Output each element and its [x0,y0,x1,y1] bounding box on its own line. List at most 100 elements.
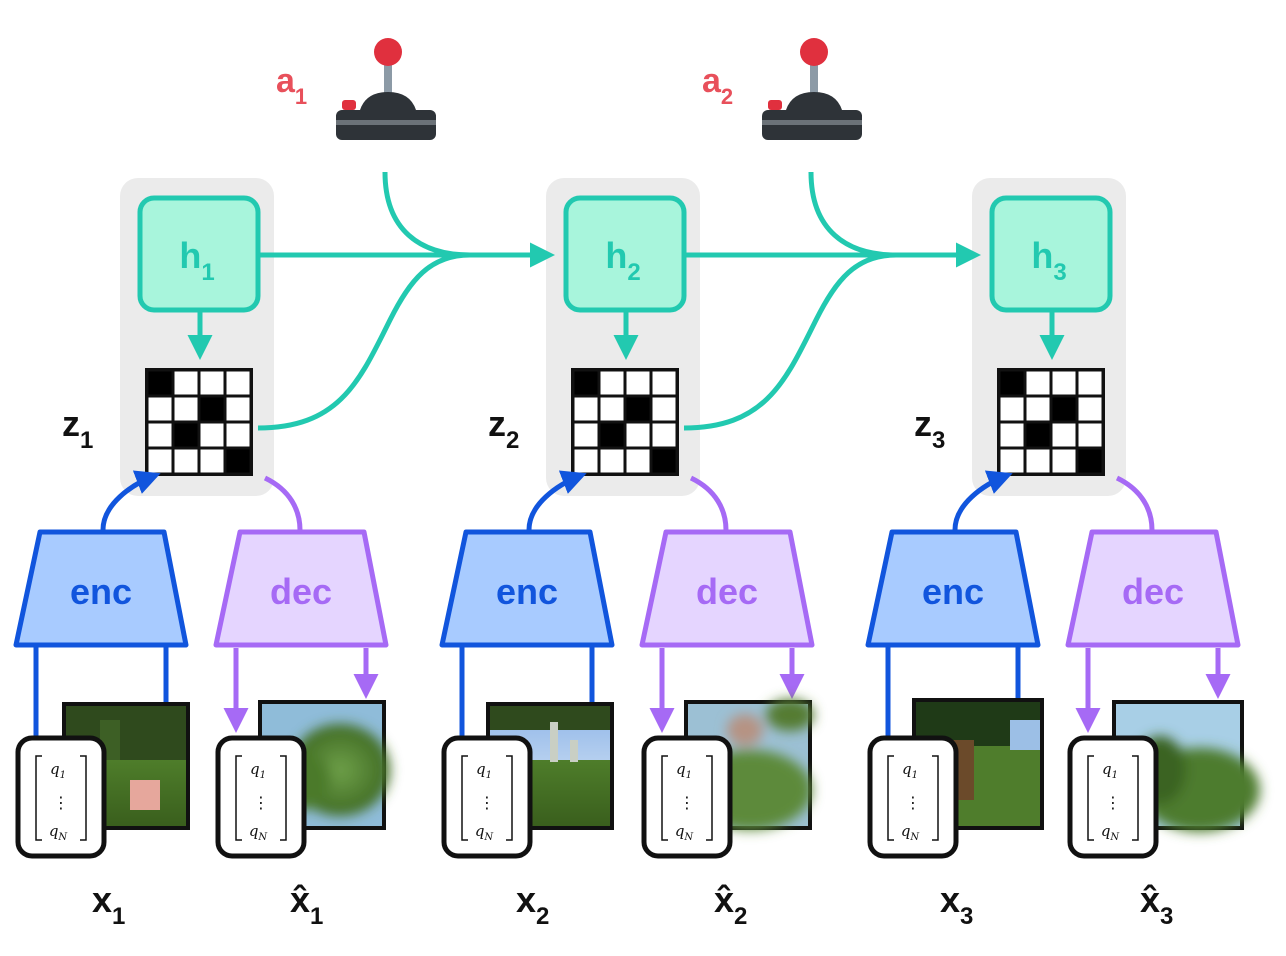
latent-cell [1052,449,1076,473]
x2-label: x2 [516,879,549,930]
latent-cell-active [1026,423,1050,447]
z3-label: z3 [914,403,945,454]
action-1-label: a1 [276,62,307,109]
latent-cell [652,371,676,395]
latent-cell [600,371,624,395]
a2-merge-curve [808,171,897,258]
h3-label: h [1031,235,1053,276]
latent-cell [1026,397,1050,421]
joystick-icon [336,38,436,140]
token-dots: ⋮ [1105,795,1121,812]
latent-cell-active [200,397,224,421]
latent-grid-1 [145,368,253,476]
latent-cell [626,371,650,395]
latent-cell [1078,371,1102,395]
latent-cell-active [148,371,172,395]
token-dots: ⋮ [253,795,269,812]
h2-sub: 2 [627,259,640,286]
svg-text:h1: h1 [179,235,214,286]
latent-cell [1000,397,1024,421]
latent-cell [148,397,172,421]
latent-cell [1026,449,1050,473]
latent-cell [626,449,650,473]
svg-text:enc: enc [70,571,132,612]
latent-cell-active [574,371,598,395]
latent-cell-active [626,397,650,421]
token-vector-card: q1⋮qN [215,735,307,859]
svg-text:h3: h3 [1031,235,1066,286]
latent-cell [174,397,198,421]
token-vector-card: q1⋮qN [641,735,733,859]
hidden-state-3: h3 [989,195,1113,313]
latent-cell [1000,423,1024,447]
latent-cell [226,397,250,421]
latent-cell [200,423,224,447]
latent-cell-active [652,449,676,473]
latent-cell-active [1078,449,1102,473]
h1-sub: 1 [201,259,214,286]
a1-merge-curve [382,171,471,258]
h2-label: h [605,235,627,276]
latent-cell [574,449,598,473]
latent-cell [148,423,172,447]
latent-cell [174,449,198,473]
token-vector-card: q1⋮qN [1067,735,1159,859]
encoder-connectors [33,470,1021,740]
latent-cell-active [226,449,250,473]
latent-cell [174,371,198,395]
token-dots: ⋮ [53,795,69,812]
latent-cell [1052,423,1076,447]
svg-text:dec: dec [696,571,758,612]
latent-cell [1078,397,1102,421]
recurrent-connections [187,171,1065,431]
svg-text:enc: enc [496,571,558,612]
latent-cell [148,449,172,473]
frame-x3-image [912,698,1044,830]
z1-merge-curve [257,252,471,431]
latent-cell [1026,371,1050,395]
latent-cell [574,397,598,421]
token-dots: ⋮ [679,795,695,812]
action-2-label: a2 [702,62,733,109]
latent-cell [200,449,224,473]
svg-text:dec: dec [1122,571,1184,612]
latent-cell-active [1000,371,1024,395]
x3-label: x3 [940,879,973,930]
latent-grid-2 [571,368,679,476]
latent-cell [600,397,624,421]
latent-cell [600,449,624,473]
token-vector-card: q1⋮qN [867,735,959,859]
latent-grid-3 [997,368,1105,476]
encoder-1: enc [13,529,189,648]
frame-xhat3-image [1112,700,1260,832]
latent-cell-active [600,423,624,447]
latent-cell [626,423,650,447]
token-vector-card: q1⋮qN [15,735,107,859]
latent-cell [226,423,250,447]
xhat1-label: x̂1 [290,879,323,930]
latent-cell [1052,371,1076,395]
xhat2-label: x̂2 [714,879,747,930]
latent-cell [574,423,598,447]
latent-cell-active [174,423,198,447]
latent-cell-active [1052,397,1076,421]
encoder-3: enc [865,529,1041,648]
svg-text:enc: enc [922,571,984,612]
latent-cell [226,371,250,395]
svg-text:dec: dec [270,571,332,612]
x1-label: x1 [92,879,125,930]
decoder-2: dec [639,529,815,648]
svg-text:h2: h2 [605,235,640,286]
decoder-1: dec [213,529,389,648]
hidden-state-2: h2 [563,195,687,313]
h1-label: h [179,235,201,276]
decoder-connectors [223,475,1231,733]
latent-cell [1078,423,1102,447]
z1-label: z1 [62,403,93,454]
decoder-3: dec [1065,529,1241,648]
encoder-2: enc [439,529,615,648]
h3-sub: 3 [1053,259,1066,286]
z2-label: z2 [488,403,519,454]
